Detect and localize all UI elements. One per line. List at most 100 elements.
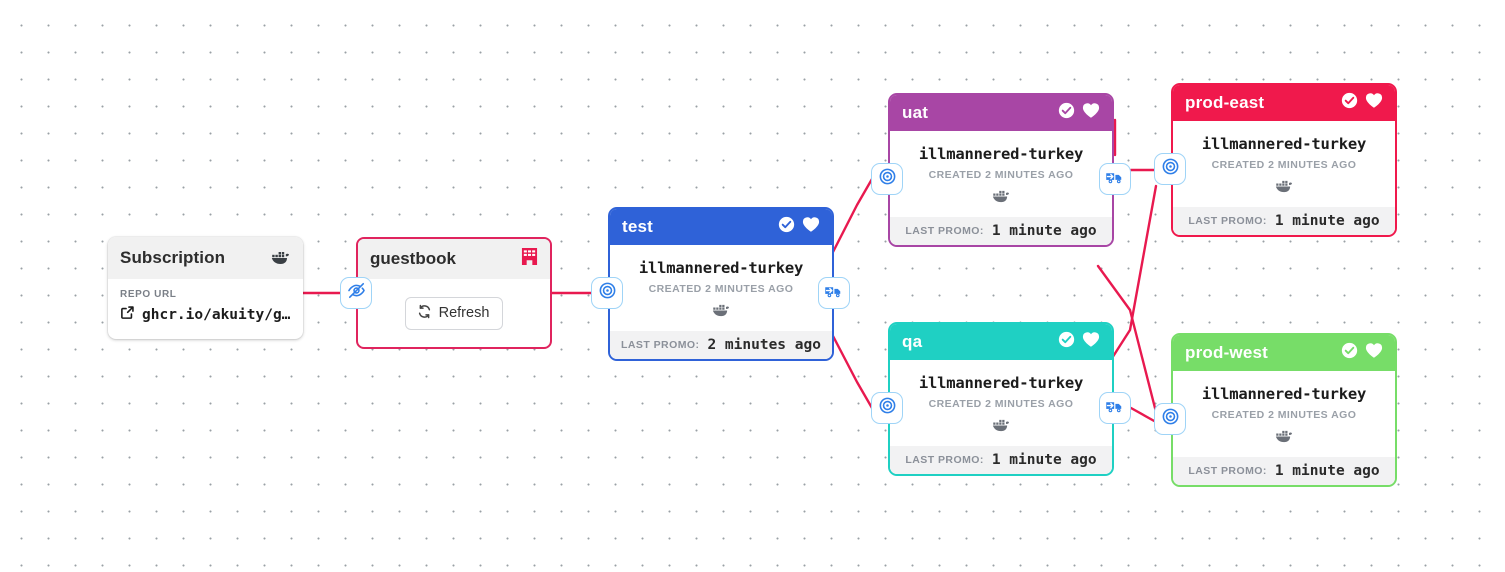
warehouse-building-icon [521,247,538,271]
delivery-truck-icon [1105,167,1125,192]
target-icon [1161,407,1180,431]
stage-body-prod-west: illmannered-turkey CREATED 2 MINUTES AGO [1173,371,1395,457]
stage-header-prod-west: prod-west [1173,335,1395,371]
stage-header-test: test [610,209,832,245]
freight-created: CREATED 2 MINUTES AGO [1211,409,1357,421]
docker-icon [992,418,1011,438]
stage-target-badge-test[interactable] [591,277,623,309]
subscription-body: REPO URL ghcr.io/akuity/g… [108,279,303,339]
repo-url-row[interactable]: ghcr.io/akuity/g… [120,305,291,325]
check-circle-icon [1341,342,1358,364]
warehouse-body: Refresh [358,279,550,347]
stage-header-uat: uat [890,95,1112,131]
last-promo-label: LAST PROMO: [905,454,984,466]
last-promo-label: LAST PROMO: [1188,465,1267,477]
last-promo-label: LAST PROMO: [621,339,700,351]
freight-name: illmannered-turkey [1201,135,1367,153]
docker-icon [271,250,291,266]
stage-target-badge-uat[interactable] [871,163,903,195]
stage-footer-prod-east: LAST PROMO: 1 minute ago [1173,207,1395,235]
stage-promote-badge-uat[interactable] [1099,163,1131,195]
stage-card-qa[interactable]: qa illmannered-turkey CREATED 2 MINUTES … [888,322,1114,476]
stage-header-qa: qa [890,324,1112,360]
stage-footer-prod-west: LAST PROMO: 1 minute ago [1173,457,1395,485]
hide-subscription-badge[interactable] [340,277,372,309]
heart-icon [1365,92,1383,114]
stage-card-uat[interactable]: uat illmannered-turkey CREATED 2 MINUTES… [888,93,1114,247]
heart-icon [802,216,820,238]
freight-name: illmannered-turkey [918,374,1084,392]
edge-test-uat [831,177,874,254]
warehouse-card-guestbook[interactable]: guestbook [356,237,552,349]
last-promo-value: 1 minute ago [1274,213,1380,229]
delivery-truck-icon [1105,396,1125,421]
refresh-button[interactable]: Refresh [404,296,504,330]
stage-name-prod-east: prod-east [1185,93,1265,112]
docker-icon [992,189,1011,209]
warehouse-title: guestbook [370,249,456,268]
freight-created: CREATED 2 MINUTES AGO [1211,159,1357,171]
stage-status-icons-prod-east [1341,92,1383,114]
refresh-icon [417,304,432,323]
freight-source-icons [620,303,822,323]
stage-target-badge-prod-west[interactable] [1154,403,1186,435]
stage-card-prod-east[interactable]: prod-east illmannered-turkey CREATED 2 M… [1171,83,1397,237]
stage-status-icons-prod-west [1341,342,1383,364]
freight-source-icons [1183,179,1385,199]
stage-footer-uat: LAST PROMO: 1 minute ago [890,217,1112,245]
last-promo-value: 1 minute ago [991,452,1097,468]
subscription-card[interactable]: Subscription REPO URL [108,237,303,339]
last-promo-value: 1 minute ago [1274,463,1380,479]
check-circle-icon [1058,102,1075,124]
warehouse-header: guestbook [358,239,550,279]
stage-name-test: test [622,217,654,236]
check-circle-icon [1058,331,1075,353]
freight-created: CREATED 2 MINUTES AGO [928,169,1074,181]
stage-promote-badge-test[interactable] [818,277,850,309]
eye-slash-icon [347,281,366,305]
stage-status-icons-uat [1058,102,1100,124]
stage-body-test: illmannered-turkey CREATED 2 MINUTES AGO [610,245,832,331]
check-circle-icon [1341,92,1358,114]
stage-name-prod-west: prod-west [1185,343,1269,362]
stage-target-badge-prod-east[interactable] [1154,153,1186,185]
heart-icon [1082,331,1100,353]
heart-icon [1082,102,1100,124]
freight-name: illmannered-turkey [638,259,804,277]
stage-footer-test: LAST PROMO: 2 minutes ago [610,331,832,359]
last-promo-label: LAST PROMO: [1188,215,1267,227]
stage-status-icons-qa [1058,331,1100,353]
subscription-title: Subscription [120,248,226,267]
stage-promote-badge-qa[interactable] [1099,392,1131,424]
last-promo-value: 2 minutes ago [707,337,821,353]
repo-url-value[interactable]: ghcr.io/akuity/g… [142,307,291,323]
last-promo-value: 1 minute ago [991,223,1097,239]
stage-footer-qa: LAST PROMO: 1 minute ago [890,446,1112,474]
stage-card-test[interactable]: test illmannered-turkey CREATED 2 MINUTE… [608,207,834,361]
freight-source-icons [1183,429,1385,449]
last-promo-label: LAST PROMO: [905,225,984,237]
freight-source-icons [900,418,1102,438]
docker-icon [1275,429,1294,449]
external-link-icon[interactable] [120,305,135,325]
freight-name: illmannered-turkey [918,145,1084,163]
stage-card-prod-west[interactable]: prod-west illmannered-turkey CREATED 2 M… [1171,333,1397,487]
stage-target-badge-qa[interactable] [871,392,903,424]
repo-url-label: REPO URL [120,289,177,300]
edge-test-qa [831,334,874,410]
freight-source-icons [900,189,1102,209]
docker-icon [1275,179,1294,199]
target-icon [878,396,897,420]
freight-name: illmannered-turkey [1201,385,1367,403]
heart-icon [1365,342,1383,364]
stage-status-icons-test [778,216,820,238]
edge-qa-prodwest [1129,406,1158,424]
refresh-label: Refresh [438,305,490,321]
delivery-truck-icon [824,281,844,306]
stage-body-qa: illmannered-turkey CREATED 2 MINUTES AGO [890,360,1112,446]
stage-body-uat: illmannered-turkey CREATED 2 MINUTES AGO [890,131,1112,217]
stage-header-prod-east: prod-east [1173,85,1395,121]
target-icon [878,167,897,191]
target-icon [1161,157,1180,181]
